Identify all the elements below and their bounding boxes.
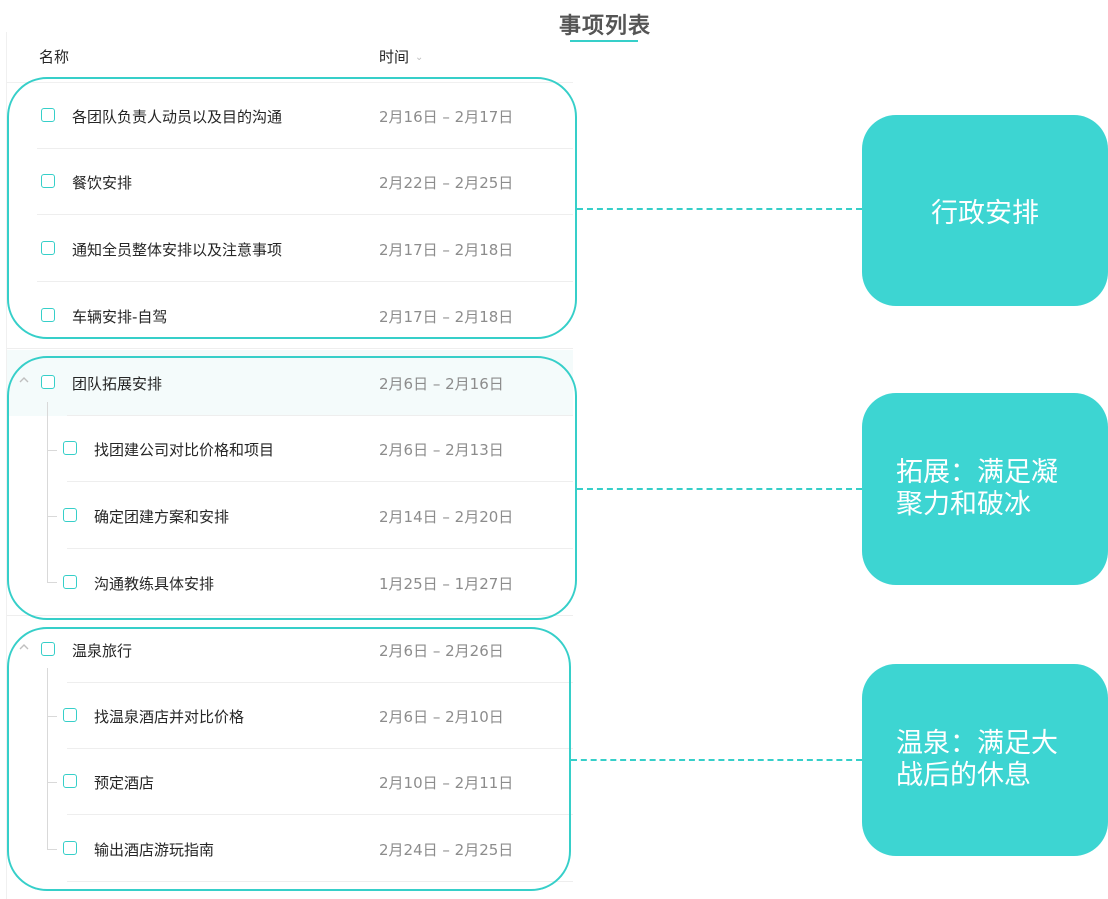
task-checkbox[interactable]: [41, 108, 55, 122]
task-table: 名称 时间 ⌄ 各团队负责人动员以及目的沟通 2月16日 – 2月17日 餐饮安排…: [6, 32, 573, 899]
callout-admin-text: 行政安排: [931, 198, 1039, 229]
table-row[interactable]: 确定团建方案和安排 2月14日 – 2月20日: [7, 483, 573, 549]
task-time: 2月10日 – 2月11日: [379, 774, 514, 792]
task-name: 确定团建方案和安排: [94, 508, 230, 526]
table-header: 名称 时间 ⌄: [7, 32, 573, 83]
chevron-up-icon[interactable]: [17, 640, 31, 654]
row-divider: [7, 615, 573, 616]
tree-connector: [47, 782, 57, 783]
task-name: 餐饮安排: [72, 174, 133, 192]
task-checkbox[interactable]: [63, 841, 77, 855]
tree-connector: [47, 849, 57, 850]
task-checkbox[interactable]: [41, 642, 55, 656]
table-row[interactable]: 沟通教练具体安排 1月25日 – 1月27日: [7, 550, 573, 616]
table-row[interactable]: 找团建公司对比价格和项目 2月6日 – 2月13日: [7, 416, 573, 482]
task-checkbox[interactable]: [63, 774, 77, 788]
task-checkbox[interactable]: [41, 174, 55, 188]
tree-connector: [47, 402, 48, 582]
task-time: 2月16日 – 2月17日: [379, 108, 514, 126]
row-divider: [67, 814, 573, 815]
callout-hotspring-text: 温泉：满足大战后的休息: [896, 727, 1058, 791]
title-underline: [570, 40, 638, 42]
table-row[interactable]: 车辆安排-自驾 2月17日 – 2月18日: [7, 283, 573, 349]
task-checkbox[interactable]: [63, 508, 77, 522]
callout-hotspring: 温泉：满足大战后的休息: [862, 664, 1108, 856]
task-name: 通知全员整体安排以及注意事项: [72, 241, 283, 259]
task-checkbox[interactable]: [63, 708, 77, 722]
task-time: 2月22日 – 2月25日: [379, 174, 514, 192]
chevron-down-icon[interactable]: ⌄: [415, 52, 424, 63]
task-time: 2月17日 – 2月18日: [379, 241, 514, 259]
task-name: 输出酒店游玩指南: [94, 841, 215, 859]
row-divider: [67, 881, 573, 882]
table-row-parent[interactable]: 团队拓展安排 2月6日 – 2月16日: [7, 350, 573, 416]
task-name: 车辆安排-自驾: [72, 308, 168, 326]
task-checkbox[interactable]: [41, 308, 55, 322]
connector-line-admin: [577, 208, 862, 210]
row-divider: [67, 748, 573, 749]
task-time: 2月6日 – 2月16日: [379, 375, 504, 393]
table-row[interactable]: 通知全员整体安排以及注意事项 2月17日 – 2月18日: [7, 216, 573, 282]
table-row[interactable]: 找温泉酒店并对比价格 2月6日 – 2月10日: [7, 683, 573, 749]
table-row[interactable]: 预定酒店 2月10日 – 2月11日: [7, 749, 573, 815]
task-name: 团队拓展安排: [72, 375, 163, 393]
task-name: 预定酒店: [94, 774, 155, 792]
task-name: 沟通教练具体安排: [94, 575, 215, 593]
row-divider: [37, 148, 573, 149]
task-checkbox[interactable]: [41, 375, 55, 389]
row-divider: [67, 415, 573, 416]
task-time: 2月6日 – 2月26日: [379, 642, 504, 660]
column-header-time[interactable]: 时间 ⌄: [379, 46, 423, 67]
task-checkbox[interactable]: [41, 241, 55, 255]
task-time: 2月6日 – 2月13日: [379, 441, 504, 459]
row-divider: [37, 281, 573, 282]
task-time: 2月17日 – 2月18日: [379, 308, 514, 326]
callout-teambuilding: 拓展：满足凝聚力和破冰: [862, 393, 1108, 585]
column-header-name[interactable]: 名称: [39, 48, 70, 66]
task-name: 找团建公司对比价格和项目: [94, 441, 275, 459]
table-row[interactable]: 餐饮安排 2月22日 – 2月25日: [7, 149, 573, 215]
connector-line-hotspring: [571, 759, 862, 761]
task-checkbox[interactable]: [63, 575, 77, 589]
row-divider: [37, 214, 573, 215]
tree-connector: [47, 668, 48, 849]
task-name: 各团队负责人动员以及目的沟通: [72, 108, 283, 126]
column-header-time-label: 时间: [379, 48, 410, 66]
task-time: 2月6日 – 2月10日: [379, 708, 504, 726]
callout-teambuilding-text: 拓展：满足凝聚力和破冰: [896, 456, 1058, 520]
task-name: 找温泉酒店并对比价格: [94, 708, 245, 726]
task-time: 1月25日 – 1月27日: [379, 575, 514, 593]
page-title: 事项列表: [558, 14, 651, 39]
table-row[interactable]: 各团队负责人动员以及目的沟通 2月16日 – 2月17日: [7, 83, 573, 149]
tree-connector: [47, 516, 57, 517]
table-row-parent[interactable]: 温泉旅行 2月6日 – 2月26日: [7, 617, 573, 683]
table-row[interactable]: 输出酒店游玩指南 2月24日 – 2月25日: [7, 816, 573, 882]
task-checkbox[interactable]: [63, 441, 77, 455]
tree-connector: [47, 716, 57, 717]
row-divider: [7, 348, 573, 349]
tree-connector: [47, 582, 57, 583]
task-name: 温泉旅行: [72, 642, 133, 660]
callout-admin: 行政安排: [862, 115, 1108, 306]
chevron-up-icon[interactable]: [17, 373, 31, 387]
task-time: 2月24日 – 2月25日: [379, 841, 514, 859]
row-divider: [67, 682, 573, 683]
connector-line-teambuilding: [577, 488, 862, 490]
row-divider: [67, 548, 573, 549]
tree-connector: [47, 450, 57, 451]
task-time: 2月14日 – 2月20日: [379, 508, 514, 526]
row-divider: [67, 481, 573, 482]
